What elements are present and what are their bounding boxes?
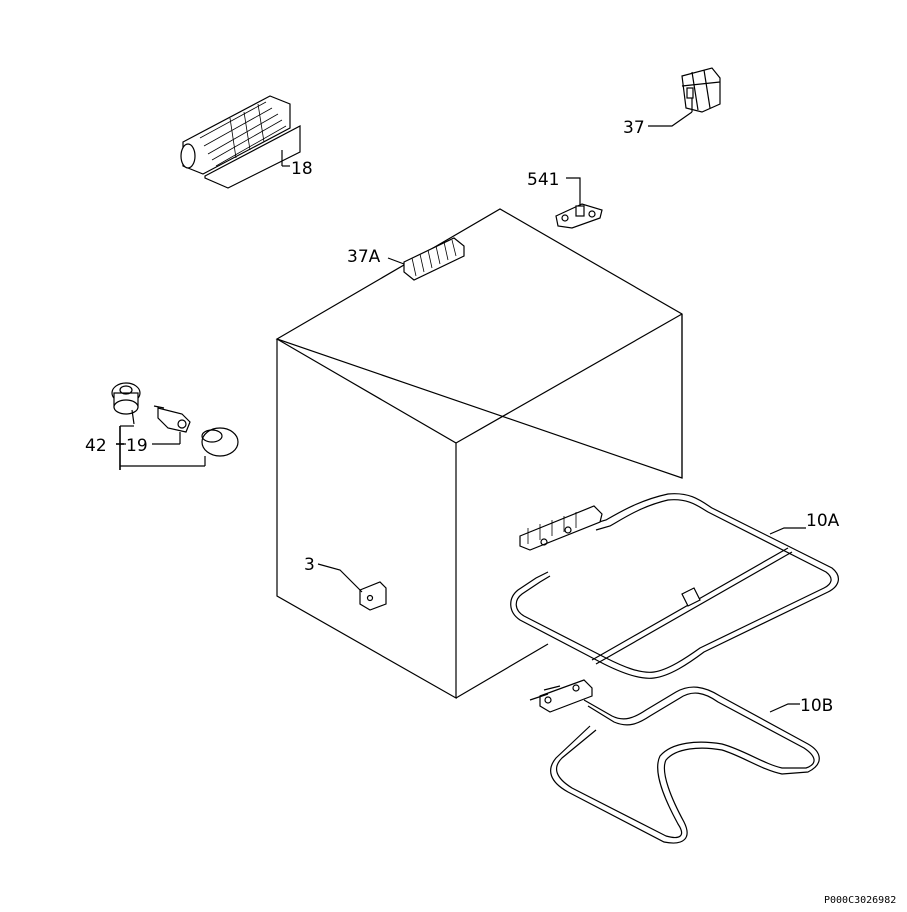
fan-motor-part — [180, 95, 301, 189]
lamp-group-bracket — [116, 425, 205, 470]
label-fan: 18 — [291, 159, 313, 179]
label-bracket: 3 — [304, 555, 315, 575]
door-contact-part — [555, 177, 603, 229]
oven-cavity-box — [275, 208, 683, 700]
thermostat-part — [648, 67, 721, 127]
label-contact: 541 — [527, 170, 559, 190]
terminal-block-part — [387, 237, 465, 281]
lamp-holder-part — [153, 405, 191, 444]
label-terminal-block: 37A — [347, 247, 381, 267]
reference-code: P000C3026982 — [824, 895, 896, 906]
lamp-glass-cover-part — [201, 427, 239, 466]
label-thermostat: 37 — [623, 118, 645, 138]
fixing-bracket-part — [317, 563, 387, 611]
top-heating-element-part — [510, 493, 839, 679]
lamp-socket-part — [111, 382, 141, 425]
label-lamp-holder: 19 — [126, 436, 148, 456]
label-element-bottom: 10B — [800, 696, 833, 716]
bottom-heating-element-part — [529, 679, 820, 844]
label-lamp-group: 42 — [85, 436, 107, 456]
label-element-top: 10A — [806, 511, 840, 531]
